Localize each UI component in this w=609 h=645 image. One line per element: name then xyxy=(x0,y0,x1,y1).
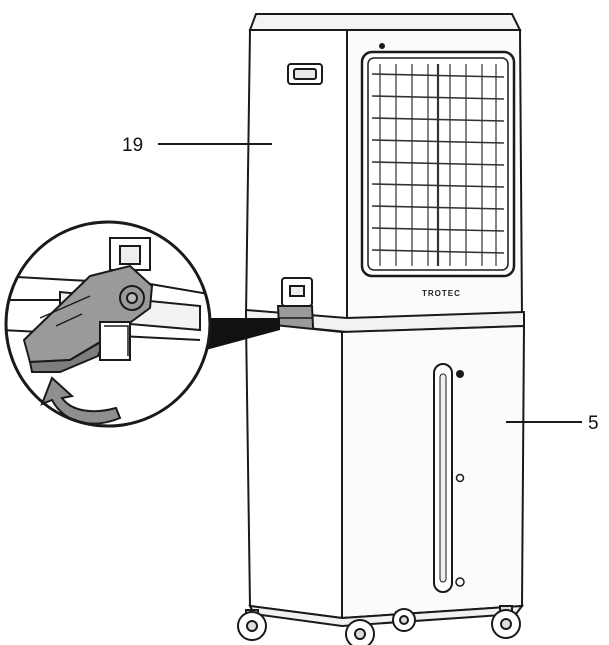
level-marker-max xyxy=(456,370,464,378)
handle-recess xyxy=(287,63,323,85)
zoom-detail-circle xyxy=(4,220,212,428)
curved-arrow-icon xyxy=(40,376,122,425)
water-level-window xyxy=(433,363,453,593)
castor-wheel xyxy=(345,619,375,645)
level-marker-min xyxy=(455,577,465,587)
brand-logo: TROTEC xyxy=(422,289,461,298)
lower-housing xyxy=(244,320,526,620)
zoom-pointer xyxy=(206,318,280,350)
castor-wheels xyxy=(237,605,521,645)
castor-wheel xyxy=(237,609,267,641)
front-grille xyxy=(360,50,516,278)
callout-label-5: 5 xyxy=(588,413,599,434)
callout-label-19: 19 xyxy=(122,135,144,156)
indicator-dot xyxy=(379,43,385,49)
castor-wheel xyxy=(491,605,521,639)
castor-wheel xyxy=(392,608,416,632)
level-marker-mid xyxy=(455,473,465,483)
